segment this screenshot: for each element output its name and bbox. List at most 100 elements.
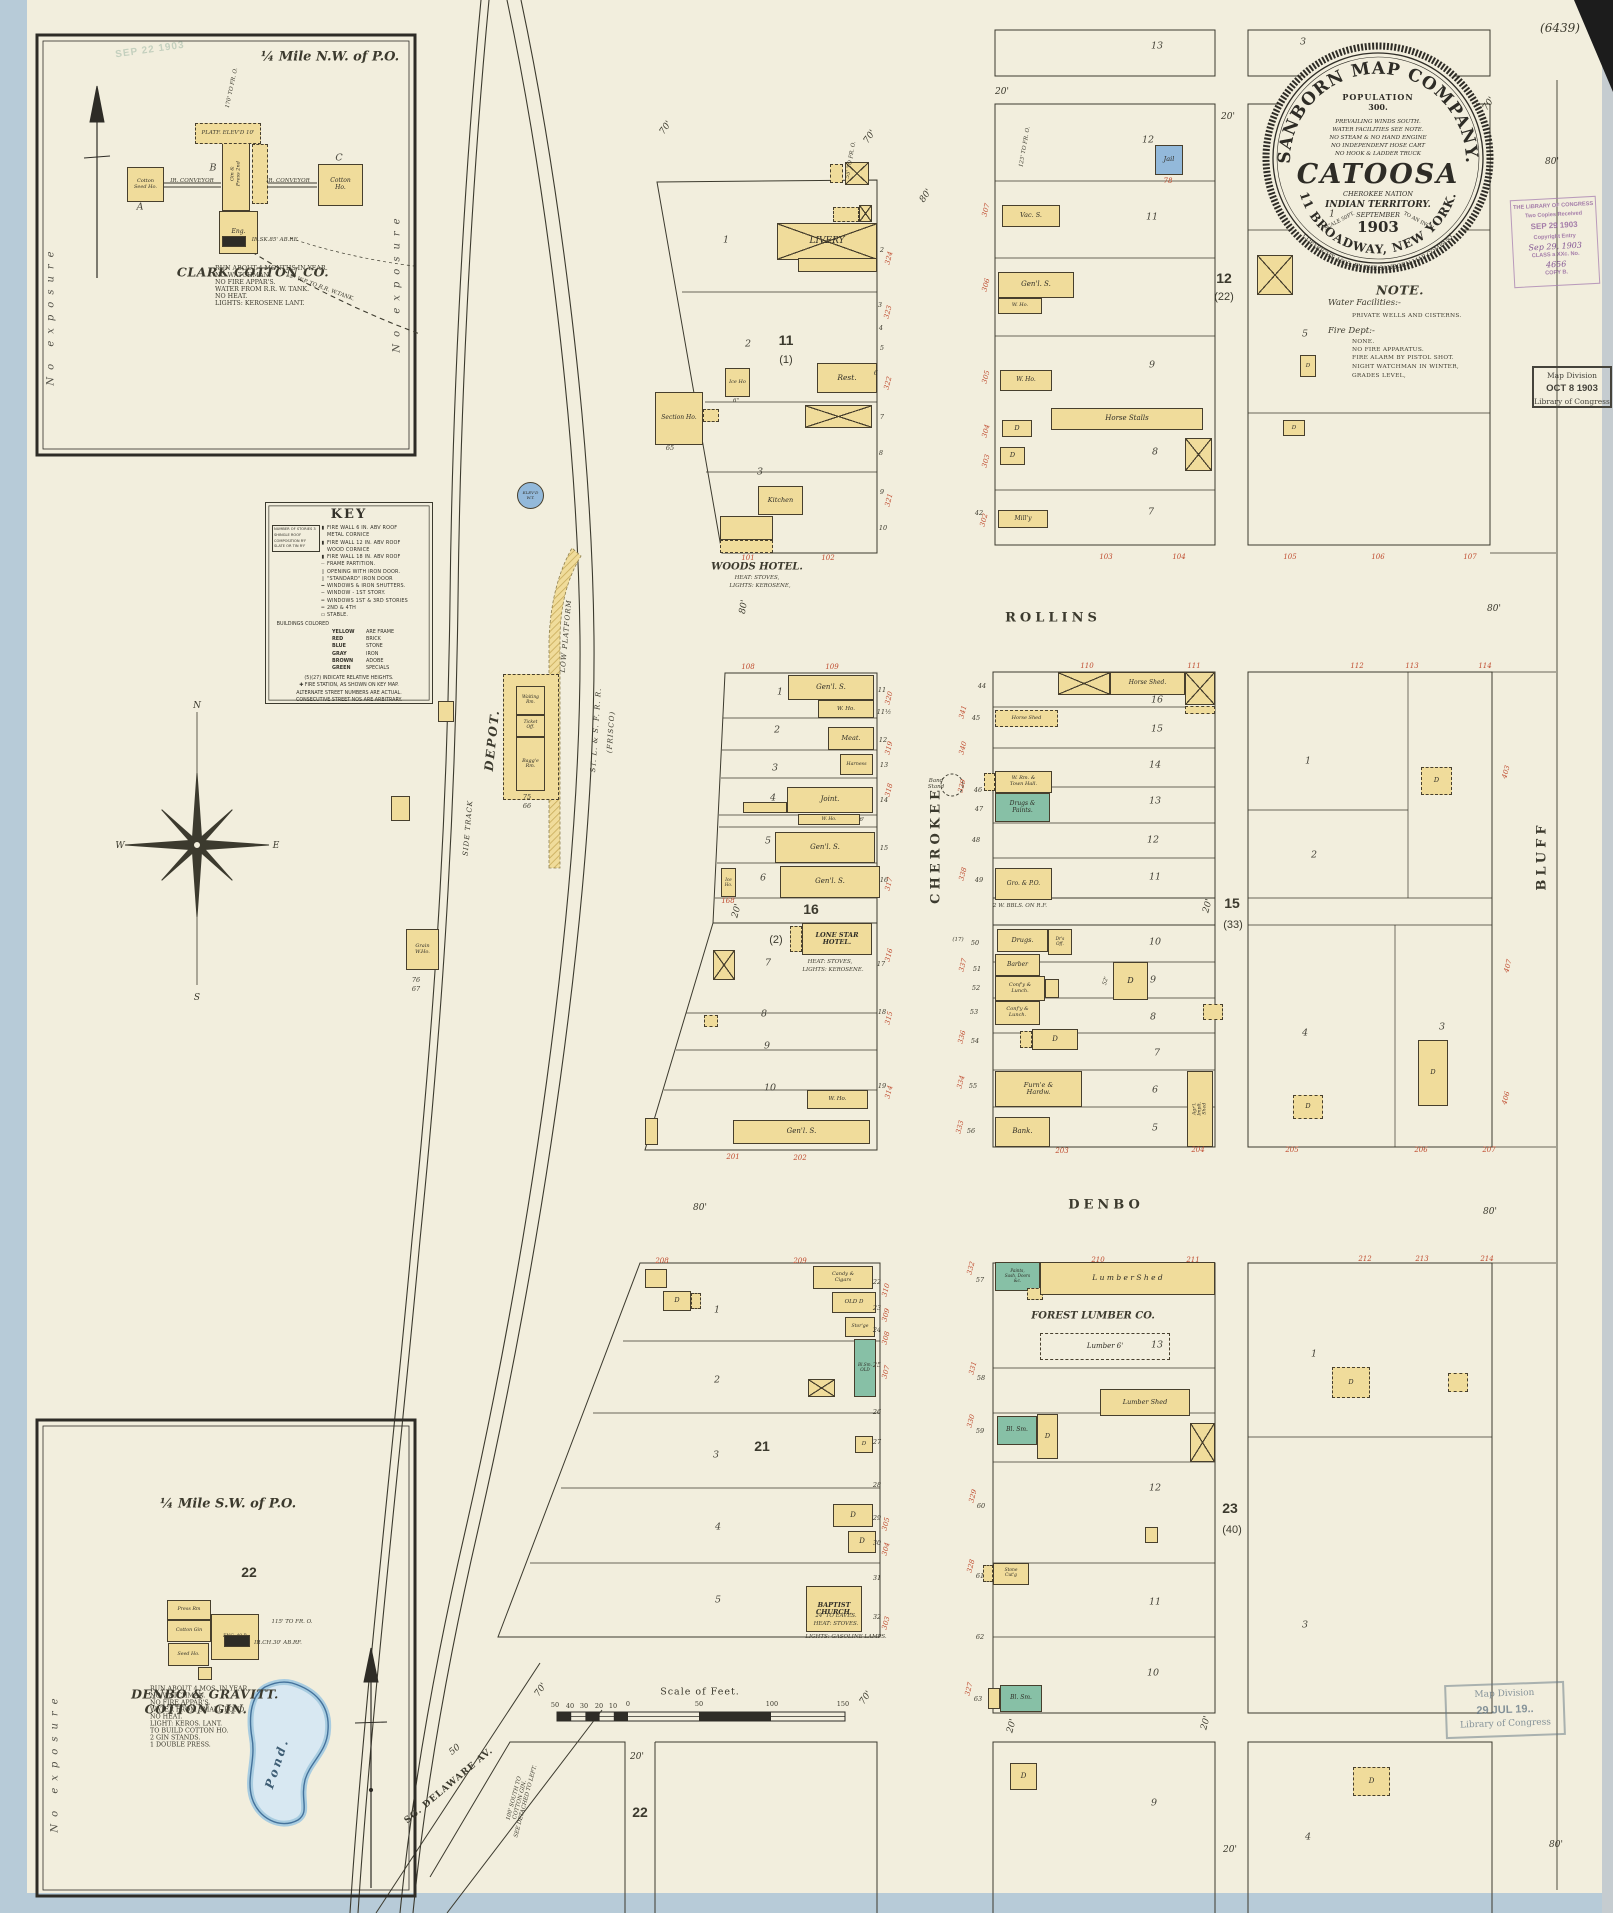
map-label: 46 (973, 786, 983, 794)
map-label: 3 (877, 301, 883, 309)
map-label: (FRISCO) (605, 710, 617, 754)
map-label: 321 (883, 492, 895, 508)
key-colors-lead: BUILDINGS COLORED (276, 621, 329, 628)
map-label: 70' (861, 128, 879, 146)
building: Press Rm (167, 1600, 211, 1620)
map-label: No exposure (49, 1691, 61, 1833)
building (833, 207, 859, 222)
map-label: 20' (1199, 1714, 1213, 1732)
map-label: (40) (1222, 1524, 1242, 1536)
map-label: 6' (859, 817, 865, 823)
map-label: 10 (763, 1082, 777, 1094)
building (859, 205, 872, 222)
map-label: 329 (967, 1488, 979, 1504)
building: LIVERY (777, 223, 877, 260)
block-outlines (429, 29, 1558, 1913)
map-label: 16 (803, 901, 819, 917)
map-label: 63 (973, 1695, 983, 1703)
building: Ticket Off. (516, 715, 545, 737)
building: BAPTIST CHURCH. (806, 1586, 862, 1632)
map-label: 315 (883, 1010, 895, 1026)
building: D (1332, 1367, 1370, 1398)
building (743, 802, 787, 813)
pond (247, 1679, 332, 1827)
building-label: Jail (1163, 155, 1175, 164)
map-label: (6439) (1540, 21, 1580, 35)
building-label: Cotton Ho. (330, 177, 351, 191)
building: Vac. S. (1002, 205, 1060, 227)
map-label: 12 (1216, 270, 1232, 286)
map-label: 3 (712, 1449, 720, 1461)
building: D (1283, 420, 1305, 436)
building: Horse Stalls (1051, 408, 1203, 430)
map-label: RUN ABOUT 4 MOS. IN YEAR. NO WATCHMAN. N… (150, 1685, 250, 1749)
building: Gen'l. S. (733, 1120, 870, 1144)
map-label: IR.SK.85' AB.RF. (251, 237, 299, 243)
map-label: 75 (522, 793, 532, 801)
map-label: IR. CONVEYOR (170, 178, 214, 184)
map-label: 17 (876, 960, 886, 968)
map-label: 50 (447, 1742, 463, 1758)
map-label: DENBO (1068, 1197, 1144, 1213)
key-side-line: COMPOSITION R'F (274, 538, 307, 543)
map-label: 11½ (876, 708, 892, 716)
building-label: Waiting Rm. (522, 694, 539, 705)
map-label: 106 (1371, 553, 1385, 561)
map-label: 4 (714, 1521, 722, 1533)
building: D (833, 1504, 873, 1527)
map-label: HEAT: STOVES. (813, 1621, 859, 1627)
map-label: 24 (872, 1326, 882, 1334)
map-label: 20' (995, 87, 1009, 97)
key-footnotes: (5)(27) INDICATE RELATIVE HEIGHTS.✚ FIRE… (271, 675, 427, 705)
building (1045, 979, 1059, 998)
map-label: 31 (872, 1574, 882, 1582)
building-label: Grain W.Ho. (415, 942, 430, 955)
map-label: 7 (1147, 506, 1155, 518)
map-label: 340 (957, 740, 969, 756)
key-row: ▭STABLE. (320, 612, 349, 618)
map-label: IR. CONVEYOR (266, 178, 310, 184)
building-label: Joint. (820, 795, 840, 804)
map-label: 15 (1150, 723, 1164, 735)
map-label: 32 (872, 1613, 882, 1621)
building-label: Gen'l. S. (810, 842, 840, 851)
svg-text:SEPTEMBER: SEPTEMBER (1356, 211, 1400, 219)
map-label: 80' (917, 187, 935, 205)
map-label: SO. DELAWARE AV. (402, 1746, 496, 1826)
map-label: 6 (1151, 1084, 1159, 1096)
building-label: Meat. (841, 733, 861, 742)
building-label: Bl.Sm. OLD (858, 1362, 872, 1372)
svg-text:CHEROKEE NATION: CHEROKEE NATION (1343, 190, 1413, 198)
map-label: 2 (1310, 849, 1318, 861)
svg-text:PREVAILING WINDS SOUTH.: PREVAILING WINDS SOUTH. (1334, 119, 1421, 125)
building (1185, 438, 1212, 471)
map-label: 8 (1151, 446, 1159, 458)
map-label: HEAT: STOVES, (807, 959, 853, 965)
map-label: 3 (1299, 36, 1307, 48)
building (1145, 1527, 1158, 1543)
building: D (855, 1436, 873, 1453)
building (438, 701, 454, 722)
building-label: D (1052, 1034, 1058, 1043)
map-label: 337 (957, 957, 969, 973)
svg-text:NO INDEPENDENT HOSE CART: NO INDEPENDENT HOSE CART (1330, 143, 1426, 149)
map-label: 2 W. BBLS. ON R.F. (993, 903, 1047, 909)
map-label: 307 (880, 1364, 892, 1380)
building-label: Gen'l. S. (815, 877, 845, 886)
map-label: 100 (765, 1700, 779, 1708)
map-label: 20' (1221, 112, 1235, 122)
map-label: FOREST LUMBER CO. (1031, 1310, 1155, 1322)
map-label: 114 (1478, 662, 1492, 670)
map-label: 208 (655, 1257, 669, 1265)
map-label: 24' TO EAVES. (815, 1613, 857, 1619)
building-label: LONE STAR HOTEL. (815, 930, 859, 946)
map-label: 9 (879, 488, 885, 496)
map-label: 111 (1187, 662, 1201, 670)
map-label: 2 (773, 724, 781, 736)
map-label: 207 (1482, 1146, 1496, 1154)
map-label: LIGHTS: GASOLINE LAMPS. (805, 1634, 887, 1640)
map-label: 11 (877, 686, 887, 694)
map-label: CHEROKEE (928, 786, 944, 904)
building: Lumber Shed (1100, 1389, 1190, 1416)
